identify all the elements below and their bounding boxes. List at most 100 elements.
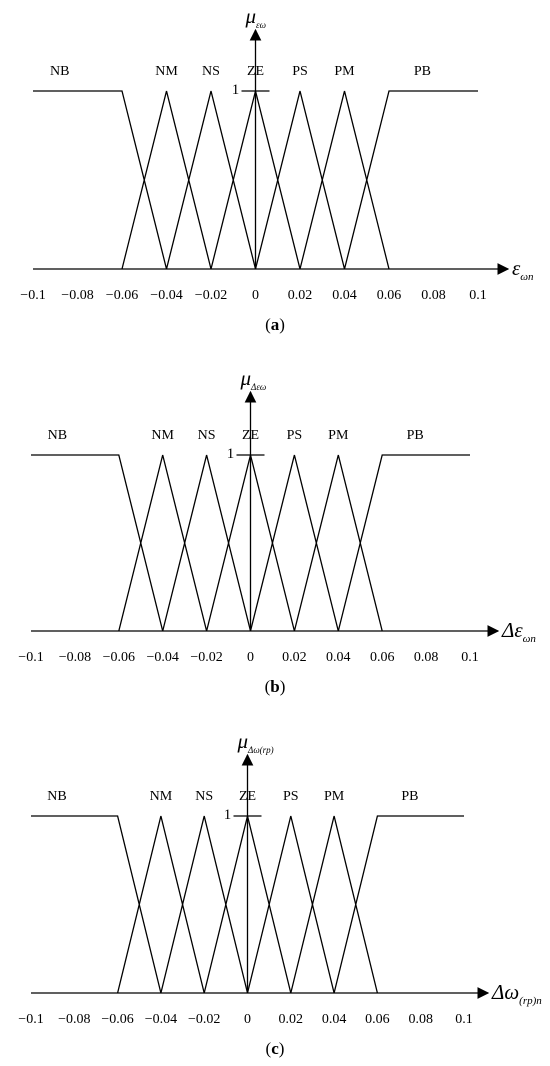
x-axis-label: Δεωn (501, 618, 536, 645)
series-ze (210, 90, 301, 270)
x-tick-label: 0.04 (322, 1012, 347, 1027)
x-tick-label: −0.06 (101, 1012, 133, 1027)
caption-letter: b (270, 677, 279, 696)
series-ps (249, 454, 339, 632)
x-axis-label-subscript: ωn (523, 633, 537, 645)
x-tick-label: −0.1 (18, 1012, 43, 1027)
series-nb (31, 815, 162, 994)
series-label-pb: PB (414, 64, 431, 79)
x-tick-label: 0.1 (461, 650, 479, 665)
x-tick-label: −0.08 (58, 1012, 90, 1027)
series-label-ze: ZE (242, 428, 259, 443)
x-tick-label: −0.04 (150, 288, 182, 303)
y-peak-label: 1 (232, 82, 240, 98)
series-label-ns: NS (198, 428, 216, 443)
caption-letter: c (271, 1039, 279, 1058)
x-tick-label: −0.1 (18, 650, 43, 665)
x-tick-label: 0.06 (377, 288, 402, 303)
y-axis-label-subscript: Δεω (250, 382, 266, 392)
caption-close-paren: ) (279, 315, 285, 334)
panel-caption: (b) (265, 677, 286, 696)
series-nm (118, 454, 208, 632)
x-tick-label: 0.04 (332, 288, 357, 303)
x-tick-label: −0.02 (195, 288, 227, 303)
y-axis-label: μΔω(rp) (237, 729, 274, 755)
x-tick-label: 0 (247, 650, 254, 665)
series-label-nb: NB (50, 64, 69, 79)
x-tick-label: 0.02 (282, 650, 307, 665)
x-tick-label: 0.1 (455, 1012, 473, 1027)
series-label-ps: PS (292, 64, 308, 79)
series-label-ps: PS (287, 428, 303, 443)
caption-close-paren: ) (280, 677, 286, 696)
x-tick-label: 0.08 (408, 1012, 433, 1027)
x-tick-label: −0.06 (103, 650, 135, 665)
x-tick-label: −0.1 (20, 288, 45, 303)
x-tick-label: 0.02 (279, 1012, 304, 1027)
series-ns (165, 90, 257, 270)
series-label-nb: NB (47, 789, 66, 804)
x-axis-label-symbol: Δω (491, 980, 519, 1004)
series-label-nm: NM (155, 64, 178, 79)
x-axis-label-subscript: (rp)n (519, 995, 542, 1007)
x-tick-label: −0.04 (146, 650, 178, 665)
x-tick-label: 0 (244, 1012, 251, 1027)
y-axis-label-subscript: Δω(rp) (247, 745, 274, 755)
x-axis-label: εωn (512, 256, 534, 283)
y-axis-label: μεω (245, 4, 266, 30)
series-label-pb: PB (401, 789, 418, 804)
series-label-ns: NS (195, 789, 213, 804)
series-nb (31, 454, 164, 632)
x-tick-label: 0.08 (421, 288, 446, 303)
series-label-ze: ZE (247, 64, 264, 79)
caption-open-paren: ( (265, 677, 271, 696)
x-tick-label: −0.04 (145, 1012, 177, 1027)
series-pm (293, 454, 383, 632)
series-ze (203, 815, 292, 994)
series-nm (121, 90, 212, 270)
x-tick-label: −0.08 (59, 650, 91, 665)
caption-close-paren: ) (279, 1039, 285, 1058)
series-ns (162, 454, 252, 632)
x-axis-label: Δω(rp)n (491, 980, 542, 1007)
x-tick-label: 0.1 (469, 288, 487, 303)
x-tick-label: 0.06 (365, 1012, 390, 1027)
x-tick-label: −0.06 (106, 288, 138, 303)
series-label-pm: PM (324, 789, 345, 804)
x-tick-label: −0.08 (61, 288, 93, 303)
series-label-pm: PM (328, 428, 349, 443)
x-axis-label-symbol: Δε (501, 618, 523, 642)
x-tick-label: −0.02 (190, 650, 222, 665)
x-tick-label: −0.02 (188, 1012, 220, 1027)
y-axis-label: μΔεω (240, 366, 267, 392)
series-label-nm: NM (151, 428, 174, 443)
series-ps (254, 90, 346, 270)
series-label-ps: PS (283, 789, 299, 804)
series-label-nb: NB (48, 428, 67, 443)
series-label-pb: PB (407, 428, 424, 443)
series-pb (343, 90, 478, 270)
series-pb (337, 454, 470, 632)
x-tick-label: 0.02 (288, 288, 313, 303)
y-axis-label-symbol: μ (237, 729, 249, 753)
series-pm (299, 90, 390, 270)
y-axis-label-symbol: μ (245, 4, 257, 28)
caption-open-paren: ( (266, 1039, 272, 1058)
x-tick-label: 0.08 (414, 650, 439, 665)
series-pb (333, 815, 464, 994)
series-pm (290, 815, 379, 994)
x-axis-label-subscript: ωn (520, 271, 534, 283)
x-tick-label: 0.06 (370, 650, 395, 665)
series-ze (205, 454, 296, 632)
y-axis-label-subscript: εω (256, 20, 266, 30)
series-label-nm: NM (150, 789, 173, 804)
panel-caption: (c) (266, 1039, 285, 1058)
series-ps (246, 815, 335, 994)
x-axis-label-symbol: ε (512, 256, 521, 280)
series-nm (116, 815, 205, 994)
caption-letter: a (271, 315, 280, 334)
x-tick-label: 0 (252, 288, 259, 303)
